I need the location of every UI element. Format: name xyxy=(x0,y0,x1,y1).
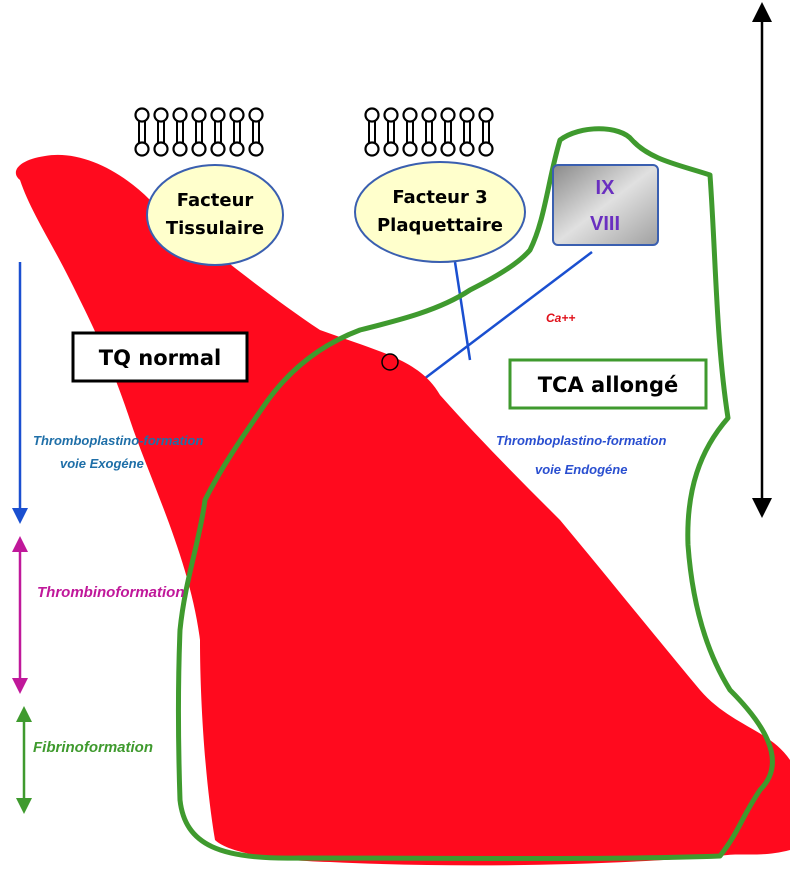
facteur-tissulaire-node: Facteur Tissulaire xyxy=(147,165,283,265)
tca-allonge-box: TCA allongé xyxy=(510,360,706,408)
tq-normal-label: TQ normal xyxy=(99,346,221,370)
factor-ix-viii-box: IX VIII xyxy=(553,165,658,245)
tq-normal-box: TQ normal xyxy=(73,333,247,381)
endo-label-line1: Thromboplastino-formation xyxy=(496,433,666,448)
facteur-3-plaquettaire-node: Facteur 3 Plaquettaire xyxy=(355,162,525,262)
exo-label-line2: voie Exogéne xyxy=(60,456,144,471)
fibrinoformation-arrow xyxy=(16,706,32,814)
timeline-arrow xyxy=(752,2,772,518)
thrombinoformation-arrow xyxy=(12,536,28,694)
facteur-tissulaire-line1: Facteur xyxy=(177,190,254,211)
facteur-tissulaire-line2: Tissulaire xyxy=(166,218,264,239)
facteur3-line2: Plaquettaire xyxy=(377,215,503,236)
exogenous-arrow xyxy=(12,262,28,524)
phospholipid-membrane-icon-right xyxy=(366,109,493,156)
thrombinoformation-label: Thrombinoformation xyxy=(37,584,184,601)
fibrinoformation-label: Fibrinoformation xyxy=(33,739,153,756)
endo-label-line2: voie Endogéne xyxy=(535,462,627,477)
calcium-label: Ca++ xyxy=(546,311,575,325)
phospholipid-membrane-icon-left xyxy=(136,109,263,156)
tca-allonge-label: TCA allongé xyxy=(538,373,679,397)
exo-label-line1: Thromboplastino-formation xyxy=(33,433,203,448)
junction-marker xyxy=(382,354,398,370)
factor-viii-label: VIII xyxy=(590,213,620,235)
red-blob xyxy=(16,155,790,865)
factor-ix-label: IX xyxy=(596,177,616,199)
facteur3-line1: Facteur 3 xyxy=(392,187,487,208)
